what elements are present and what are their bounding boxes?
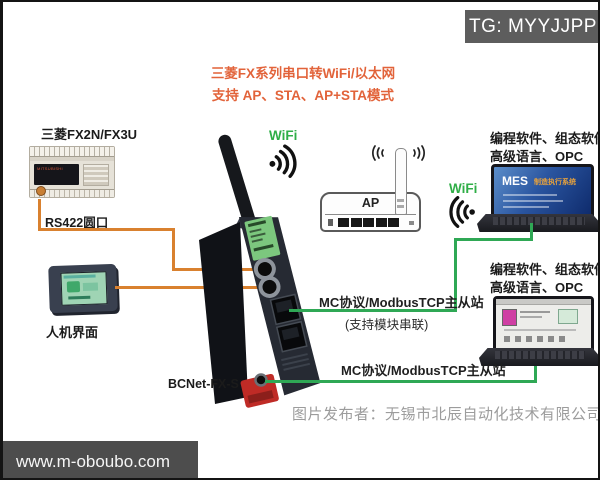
serial-line-plc-h1	[38, 228, 175, 231]
hmi-screen-graphic	[68, 295, 91, 300]
plc-device: MITSUBISHI	[29, 146, 115, 198]
scada-graphic	[558, 309, 578, 324]
plc-terminal-strip-bottom	[30, 189, 114, 197]
mes-screen-line	[503, 206, 549, 208]
laptop-bottom-caption1: 编程软件、组态软件	[490, 262, 600, 277]
plc-rs422-port	[36, 186, 46, 196]
serial-line-plc-v2	[172, 228, 175, 271]
ap-ethernet-ports	[338, 218, 399, 227]
mc-protocol-label-2: MC协议/ModbusTCP主从站	[341, 363, 506, 378]
serial-line-plc-v1	[38, 199, 41, 231]
laptop-bottom-screen	[493, 296, 594, 354]
mes-screen-title: MES	[502, 174, 529, 188]
hmi-device	[48, 263, 118, 314]
watermark-badge: www.m-oboubo.com	[3, 441, 198, 478]
scada-graphic	[502, 309, 517, 326]
scada-icon	[504, 336, 510, 342]
laptop-keyboard	[493, 217, 585, 225]
diagram-title-line1: 三菱FX系列串口转WiFi/以太网	[210, 66, 396, 81]
mc-protocol-label-1: MC协议/ModbusTCP主从站	[319, 295, 484, 310]
gateway-front-face	[239, 215, 321, 396]
ap-front-face	[325, 214, 416, 229]
ethernet-line1-v2	[530, 223, 533, 241]
gateway-round-port-2	[258, 275, 281, 298]
wifi-signal-icon	[269, 144, 297, 178]
ap-detail	[328, 219, 333, 226]
plc-ridge	[30, 157, 114, 161]
mes-screen-line	[503, 200, 563, 202]
scada-graphic	[520, 311, 550, 313]
scada-icon	[515, 336, 521, 342]
gateway-wifi-label: WiFi	[269, 128, 298, 143]
scada-icon	[526, 336, 532, 342]
ethernet-line2-h1	[265, 380, 537, 383]
scada-graphic	[520, 316, 542, 318]
laptop-bottom-caption2: 高级语言、OPC	[490, 280, 584, 295]
scada-icon	[559, 336, 565, 342]
laptop-top-screen: MES 制造执行系统	[491, 164, 594, 220]
plc-brand-text: MITSUBISHI	[37, 166, 63, 171]
ap-antenna	[395, 148, 407, 215]
wifi-waves-right-icon	[413, 145, 425, 161]
laptop-bottom-base	[479, 348, 598, 366]
plc-terminal-strip-top	[30, 147, 114, 157]
scada-icon	[537, 336, 543, 342]
plc-led-block	[83, 164, 109, 186]
tg-badge: TG: MYYJJPP	[465, 10, 598, 43]
hmi-screen-graphic	[82, 282, 99, 291]
ap-label: AP	[361, 196, 380, 210]
hmi-screen-graphic	[63, 274, 96, 279]
plc-label: 三菱FX2N/FX3U	[41, 127, 138, 142]
ethernet-line1-v1	[454, 238, 457, 312]
scada-icon	[548, 336, 554, 342]
laptop-wifi-label: WiFi	[449, 181, 478, 196]
laptop-top-caption1: 编程软件、组态软件	[490, 131, 600, 146]
ap-antenna-band	[396, 199, 404, 202]
plc-front-panel: MITSUBISHI	[34, 164, 79, 185]
hmi-label: 人机界面	[46, 325, 99, 340]
ethernet-line1-h1	[289, 309, 457, 312]
wifi-signal-icon	[449, 196, 475, 228]
gateway-label: BCNet-FX-S	[168, 377, 239, 391]
ap-router: AP	[318, 145, 426, 232]
ap-detail	[409, 221, 414, 225]
publisher-text: 图片发布者：无锡市北辰自动化技术有限公司	[292, 406, 600, 423]
rs422-port-label: RS422圆口	[45, 216, 109, 230]
hmi-screen	[60, 271, 108, 306]
wifi-waves-left-icon	[372, 145, 384, 161]
mes-screen-line	[503, 194, 557, 196]
mc-protocol-note: (支持模块串联)	[345, 318, 429, 332]
scada-toolbar	[496, 299, 591, 305]
gateway-antenna	[218, 134, 256, 227]
ethernet-line1-h2	[454, 238, 533, 241]
gateway-side-face	[199, 222, 248, 404]
hmi-screen-graphic	[66, 281, 81, 293]
serial-line-hmi	[115, 286, 267, 289]
laptop-top-base	[477, 214, 598, 232]
ap-antenna-band	[396, 205, 404, 208]
ethernet-line2-v1	[534, 366, 537, 383]
mes-screen-subtitle: 制造执行系统	[534, 179, 576, 186]
laptop-top-caption2: 高级语言、OPC	[490, 149, 584, 164]
diagram-title-line2: 支持 AP、STA、AP+STA模式	[211, 88, 395, 103]
laptop-keyboard	[495, 351, 585, 359]
scada-graphic	[504, 329, 576, 331]
gateway-bottom-connector-teeth	[247, 390, 274, 404]
